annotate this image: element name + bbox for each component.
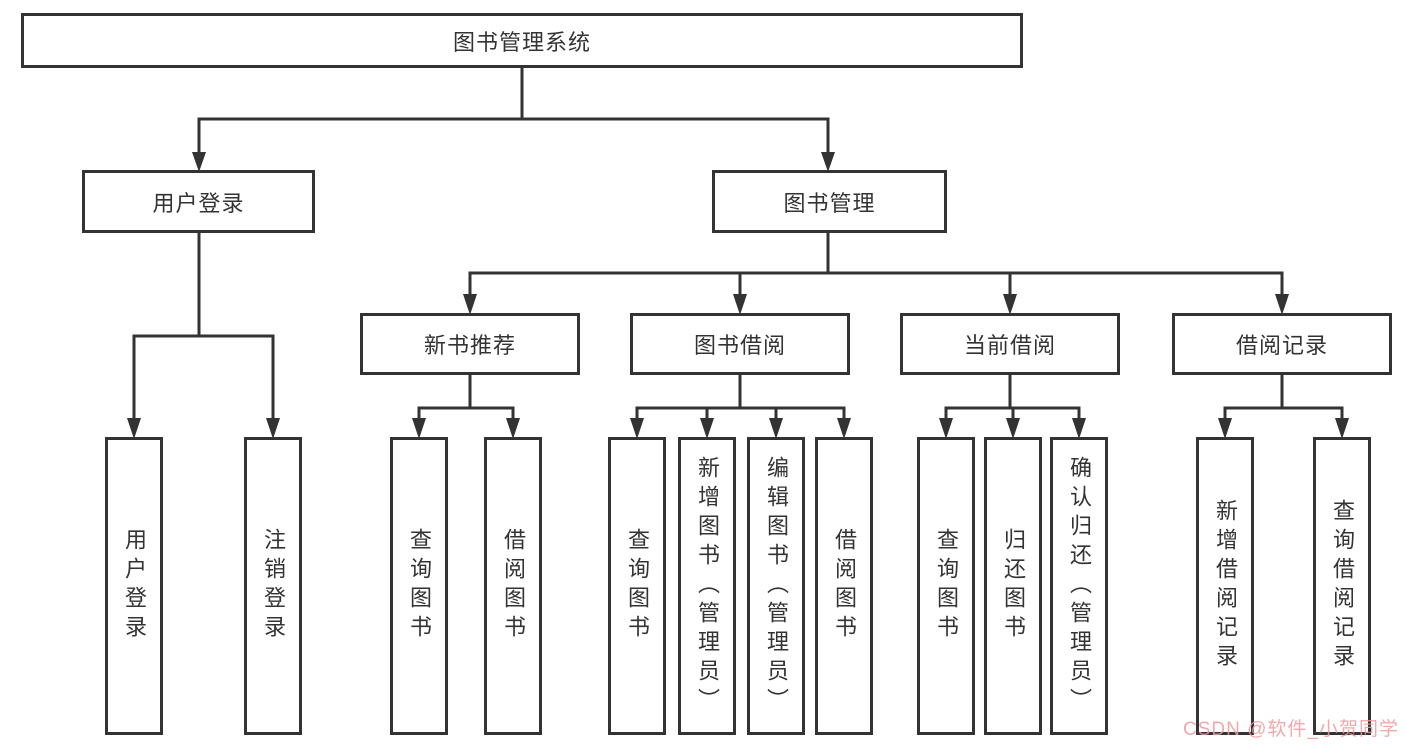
leaf-cb-query-books-label: 查询图书 xyxy=(934,528,959,644)
leaf-bb-borrow-books: 借阅图书 xyxy=(815,437,873,735)
leaf-user-login-label: 用户登录 xyxy=(122,528,147,644)
node-user-login: 用户登录 xyxy=(82,170,315,233)
leaf-nb-query-books: 查询图书 xyxy=(390,437,448,735)
leaf-user-login: 用户登录 xyxy=(105,437,163,735)
node-new-book-recommend: 新书推荐 xyxy=(360,313,580,375)
leaf-br-query-record: 查询借阅记录 xyxy=(1313,437,1371,735)
leaf-bb-query-books: 查询图书 xyxy=(608,437,666,735)
node-new-book-recommend-label: 新书推荐 xyxy=(423,333,516,358)
node-book-management: 图书管理 xyxy=(712,170,947,233)
node-current-borrow: 当前借阅 xyxy=(900,313,1120,375)
watermark: CSDN @软件_小贺同学 xyxy=(1183,719,1399,740)
leaf-cb-return-books-label: 归还图书 xyxy=(1001,528,1026,644)
leaf-bb-edit-books: 编辑图书（管理员） xyxy=(747,437,805,735)
leaf-logout: 注销登录 xyxy=(244,437,302,735)
leaf-cb-return-books: 归还图书 xyxy=(984,437,1042,735)
leaf-bb-add-books-label: 新增图书（管理员） xyxy=(695,455,720,717)
leaf-nb-borrow-books-label: 借阅图书 xyxy=(501,528,526,644)
leaf-logout-label: 注销登录 xyxy=(261,528,286,644)
leaf-br-query-record-label: 查询借阅记录 xyxy=(1330,499,1355,673)
leaf-cb-confirm-return: 确认归还（管理员） xyxy=(1050,437,1108,735)
leaf-bb-query-books-label: 查询图书 xyxy=(625,528,650,644)
node-user-login-label: 用户登录 xyxy=(152,190,245,216)
leaf-cb-confirm-return-label: 确认归还（管理员） xyxy=(1067,455,1092,717)
node-borrow-records: 借阅记录 xyxy=(1172,313,1392,375)
node-book-borrow-label: 图书借阅 xyxy=(693,333,786,358)
leaf-bb-borrow-books-label: 借阅图书 xyxy=(832,528,857,644)
leaf-cb-query-books: 查询图书 xyxy=(917,437,975,735)
node-current-borrow-label: 当前借阅 xyxy=(963,333,1056,358)
node-borrow-records-label: 借阅记录 xyxy=(1235,333,1328,358)
node-book-borrow: 图书借阅 xyxy=(630,313,850,375)
leaf-bb-edit-books-label: 编辑图书（管理员） xyxy=(764,455,789,717)
leaf-br-add-record: 新增借阅记录 xyxy=(1196,437,1254,735)
node-library-system-label: 图书管理系统 xyxy=(452,29,591,55)
leaf-nb-query-books-label: 查询图书 xyxy=(407,528,432,644)
leaf-br-add-record-label: 新增借阅记录 xyxy=(1213,499,1238,673)
leaf-bb-add-books: 新增图书（管理员） xyxy=(678,437,736,735)
node-book-management-label: 图书管理 xyxy=(783,190,876,216)
leaf-nb-borrow-books: 借阅图书 xyxy=(484,437,542,735)
node-library-system: 图书管理系统 xyxy=(21,13,1023,68)
arrowheads xyxy=(127,152,1349,439)
